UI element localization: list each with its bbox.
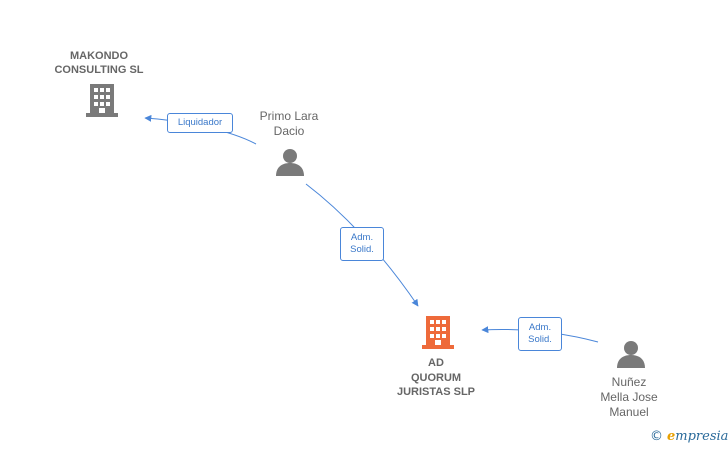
- copyright-symbol: ©: [650, 429, 663, 444]
- node-primo-label[interactable]: Primo Lara Dacio: [244, 109, 334, 139]
- node-quorum-line3: JURISTAS SLP: [396, 386, 476, 398]
- empresia-watermark[interactable]: © empresia: [650, 429, 728, 444]
- brand-e: e: [667, 429, 676, 444]
- node-primo-line1: Primo Lara: [259, 109, 319, 123]
- edge-label-liquidador-text: Liquidador: [177, 117, 223, 128]
- edge-label-adm-nunez[interactable]: Adm. Solid.: [518, 317, 562, 351]
- node-nunez-line3: Manuel: [609, 405, 649, 419]
- building-icon[interactable]: [86, 84, 118, 117]
- person-icon[interactable]: [276, 149, 304, 176]
- node-primo-line2: Dacio: [273, 124, 305, 138]
- node-quorum-label[interactable]: AD QUORUM JURISTAS SLP: [378, 356, 494, 400]
- node-makondo-label[interactable]: MAKONDO CONSULTING SL: [40, 49, 158, 77]
- node-makondo-line2: CONSULTING SL: [54, 64, 144, 76]
- brand-rest: mpresia: [675, 429, 728, 444]
- node-makondo-line1: MAKONDO: [69, 50, 129, 62]
- node-nunez-line1: Nuñez: [611, 375, 647, 389]
- edge-label-adm-primo[interactable]: Adm. Solid.: [340, 227, 384, 261]
- node-quorum-line2: QUORUM: [410, 371, 462, 384]
- node-quorum-line1: AD: [428, 357, 444, 369]
- edge-label-adm-nunez-line2: Solid.: [528, 334, 552, 345]
- edge-label-adm-primo-line1: Adm.: [350, 232, 374, 243]
- person-icon[interactable]: [617, 341, 645, 368]
- node-nunez-label[interactable]: Nuñez Mella Jose Manuel: [584, 375, 674, 420]
- edge-label-adm-primo-line2: Solid.: [350, 244, 374, 255]
- edge-label-liquidador[interactable]: Liquidador: [167, 113, 233, 133]
- edge-label-adm-nunez-line1: Adm.: [528, 322, 552, 333]
- building-icon-focus[interactable]: [422, 316, 454, 349]
- node-nunez-line2: Mella Jose: [600, 390, 658, 404]
